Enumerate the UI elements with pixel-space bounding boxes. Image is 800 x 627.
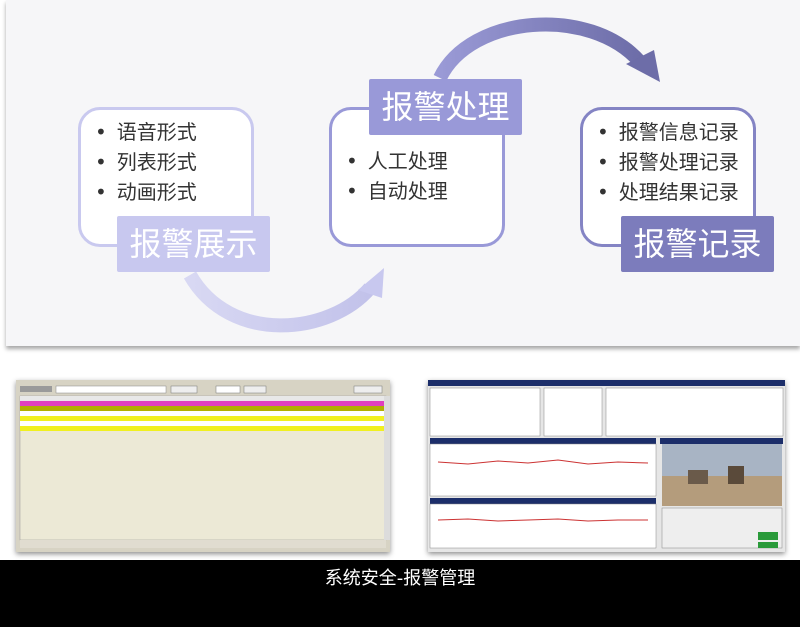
stage3-item: 处理结果记录 (597, 177, 753, 207)
caption: 系统安全-报警管理 (324, 568, 476, 589)
stage1-title: 报警展示 (117, 216, 270, 272)
top-arc-arrow (433, 17, 646, 82)
alarm-list-screenshot (16, 380, 390, 552)
stage3-item: 报警信息记录 (597, 117, 753, 147)
flow-arrows (183, 17, 660, 333)
monitoring-thumbnail (428, 380, 785, 552)
footer-bar (0, 560, 800, 627)
stage2-item: 自动处理 (346, 176, 502, 206)
alarm-list-thumbnail (16, 380, 390, 552)
monitoring-screenshot (428, 380, 785, 552)
top-arrow-head (626, 50, 660, 82)
stage1-item: 语音形式 (95, 117, 251, 147)
bottom-arrow-head (358, 268, 384, 298)
stage1-item: 列表形式 (95, 147, 251, 177)
stage2-title: 报警处理 (369, 79, 522, 135)
stage2-item: 人工处理 (346, 146, 502, 176)
bottom-arc-arrow (183, 271, 376, 333)
stage3-item: 报警处理记录 (597, 147, 753, 177)
stage1-item: 动画形式 (95, 177, 251, 207)
stage3-title: 报警记录 (621, 216, 774, 272)
